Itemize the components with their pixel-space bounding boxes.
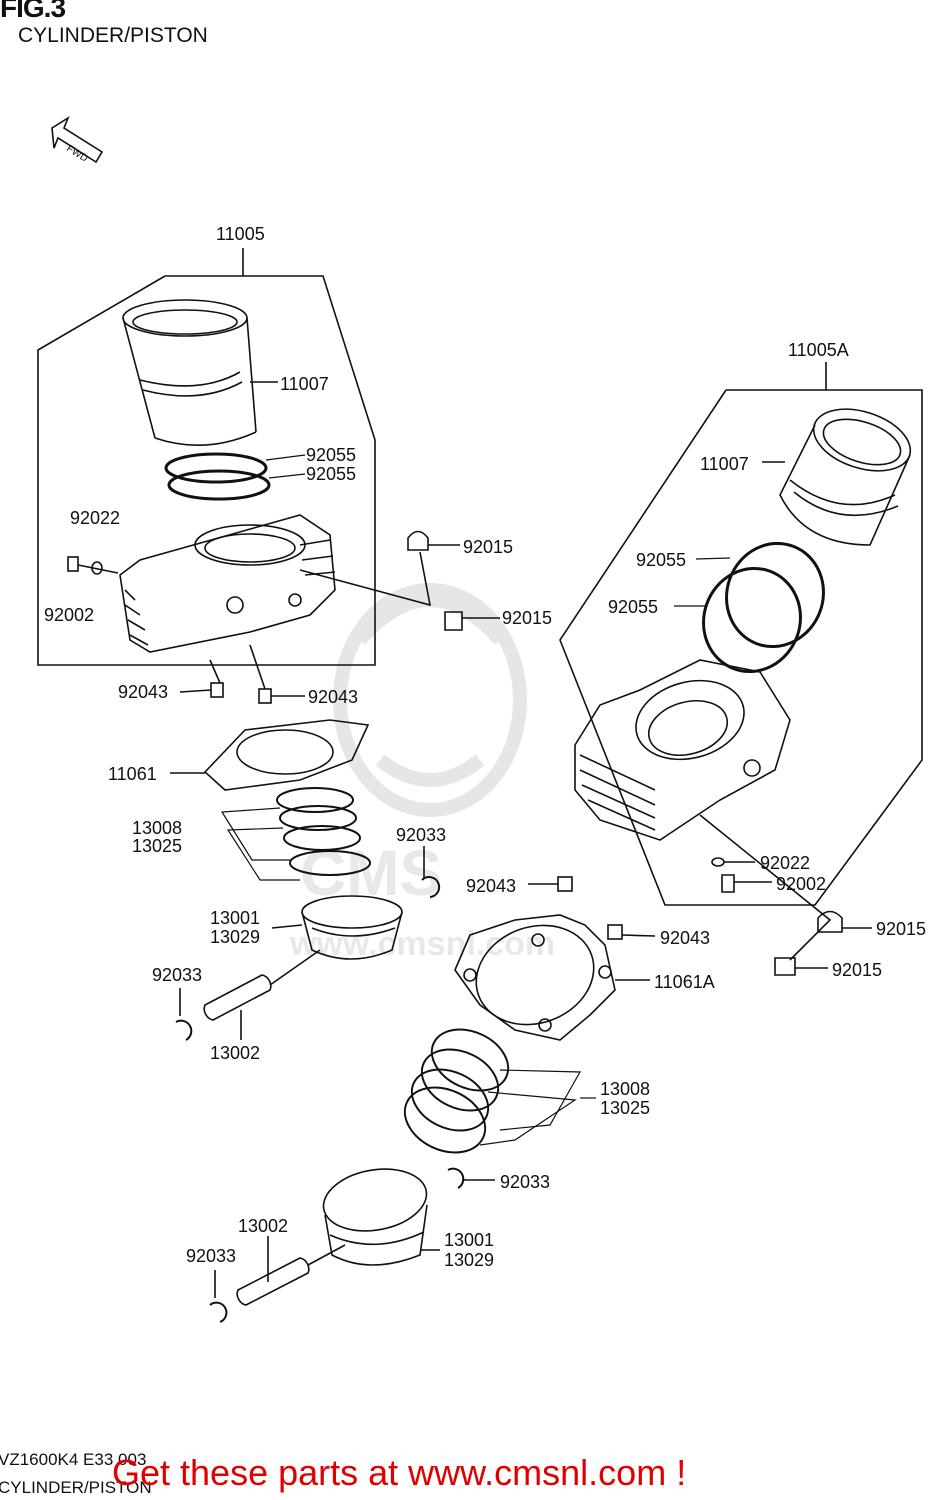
front-cap-nuts — [299, 530, 500, 631]
front-o-ring-leaders — [265, 454, 306, 479]
part-label-11061a[interactable]: 11061A — [654, 972, 715, 992]
part-label-92015[interactable]: 92015 — [832, 960, 883, 980]
front-piston-rings — [220, 787, 371, 881]
front-o-rings — [164, 452, 271, 501]
rear-cylinder-gasket — [454, 914, 650, 1041]
part-label-92015[interactable]: 92015 — [463, 537, 514, 557]
rear-dowels — [528, 876, 656, 940]
figure-title: FIG.3 — [0, 0, 66, 23]
front-bolt-washer — [67, 556, 119, 575]
part-label-13002[interactable]: 13002 — [210, 1043, 261, 1063]
part-label-92043[interactable]: 92043 — [118, 682, 169, 702]
part-label-13025[interactable]: 13025 — [132, 836, 183, 856]
figure-subtitle: CYLINDER/PISTON — [18, 24, 208, 47]
part-label-11005[interactable]: 11005 — [216, 224, 265, 244]
part-label-92033[interactable]: 92033 — [186, 1246, 237, 1266]
rear-o-rings — [702, 541, 825, 674]
part-label-92043[interactable]: 92043 — [308, 687, 359, 707]
part-label-92055[interactable]: 92055 — [608, 597, 659, 617]
part-label-13001[interactable]: 13001 — [444, 1230, 495, 1250]
rear-bolt-washer — [711, 857, 772, 893]
part-label-92055[interactable]: 92055 — [306, 464, 357, 484]
part-label-11005a[interactable]: 11005A — [788, 340, 849, 360]
front-cylinder-gasket — [170, 719, 370, 791]
part-label-13002[interactable]: 13002 — [238, 1216, 289, 1236]
rear-o-ring-leaders — [674, 557, 731, 607]
part-label-92033[interactable]: 92033 — [396, 825, 447, 845]
part-label-11007[interactable]: 11007 — [700, 454, 749, 474]
rear-cylinder-block — [574, 659, 791, 841]
rear-piston — [322, 1168, 440, 1266]
rear-piston-clip — [447, 1167, 495, 1189]
part-label-92033[interactable]: 92033 — [500, 1172, 551, 1192]
front-piston-pin — [175, 949, 321, 1041]
front-assembly-bracket — [37, 248, 376, 666]
rear-piston-pin — [209, 1236, 346, 1323]
front-piston-clip — [421, 846, 441, 898]
part-label-92002[interactable]: 92002 — [44, 605, 95, 625]
front-piston — [271, 895, 403, 960]
cms-watermark-text: CMS — [300, 837, 442, 909]
part-label-13029[interactable]: 13029 — [210, 927, 261, 947]
part-label-92015[interactable]: 92015 — [876, 919, 927, 939]
rear-cylinder-liner — [762, 408, 912, 546]
part-label-13001[interactable]: 13001 — [210, 908, 261, 928]
part-label-92055[interactable]: 92055 — [636, 550, 687, 570]
part-label-92022[interactable]: 92022 — [70, 508, 121, 528]
front-dowels — [179, 644, 305, 704]
part-label-92002[interactable]: 92002 — [776, 874, 827, 894]
rear-assembly-bracket — [559, 362, 923, 906]
part-label-92033[interactable]: 92033 — [152, 965, 203, 985]
part-label-92022[interactable]: 92022 — [760, 853, 811, 873]
cms-watermark — [333, 583, 527, 817]
part-label-92015[interactable]: 92015 — [502, 608, 553, 628]
part-label-92055[interactable]: 92055 — [306, 445, 357, 465]
fwd-arrow-icon: FWD — [51, 116, 104, 165]
rear-piston-rings — [403, 1028, 596, 1154]
diagram-code: VZ1600K4 E33 003 — [0, 1450, 147, 1469]
front-cylinder-liner — [122, 299, 278, 446]
part-label-13025[interactable]: 13025 — [600, 1098, 651, 1118]
part-label-13029[interactable]: 13029 — [444, 1250, 495, 1270]
part-label-92043[interactable]: 92043 — [660, 928, 711, 948]
part-label-11061[interactable]: 11061 — [108, 764, 157, 784]
promo-link[interactable]: Get these parts at www.cmsnl.com ! — [112, 1452, 687, 1493]
rear-cap-nuts — [699, 814, 872, 976]
part-label-13008[interactable]: 13008 — [132, 818, 183, 838]
part-label-11007[interactable]: 11007 — [280, 374, 329, 394]
part-label-92043[interactable]: 92043 — [466, 876, 517, 896]
front-cylinder-block — [119, 514, 336, 653]
footer-subtitle: CYLINDER/PISTON — [0, 1478, 152, 1497]
part-label-13008[interactable]: 13008 — [600, 1079, 651, 1099]
